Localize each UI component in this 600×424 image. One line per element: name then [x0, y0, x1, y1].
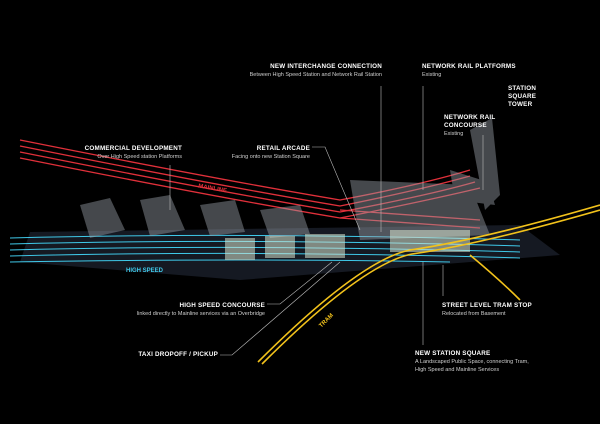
mainline-tracks — [19, 139, 481, 229]
concourse-blocks — [225, 230, 470, 260]
high-speed-tag: HIGH SPEED — [126, 268, 164, 274]
tram-line — [257, 204, 600, 365]
label-taxi-dropoff: TAXI DROPOFF / PICKUP — [138, 351, 218, 358]
leader-lines — [169, 86, 484, 356]
buildings — [80, 118, 500, 240]
